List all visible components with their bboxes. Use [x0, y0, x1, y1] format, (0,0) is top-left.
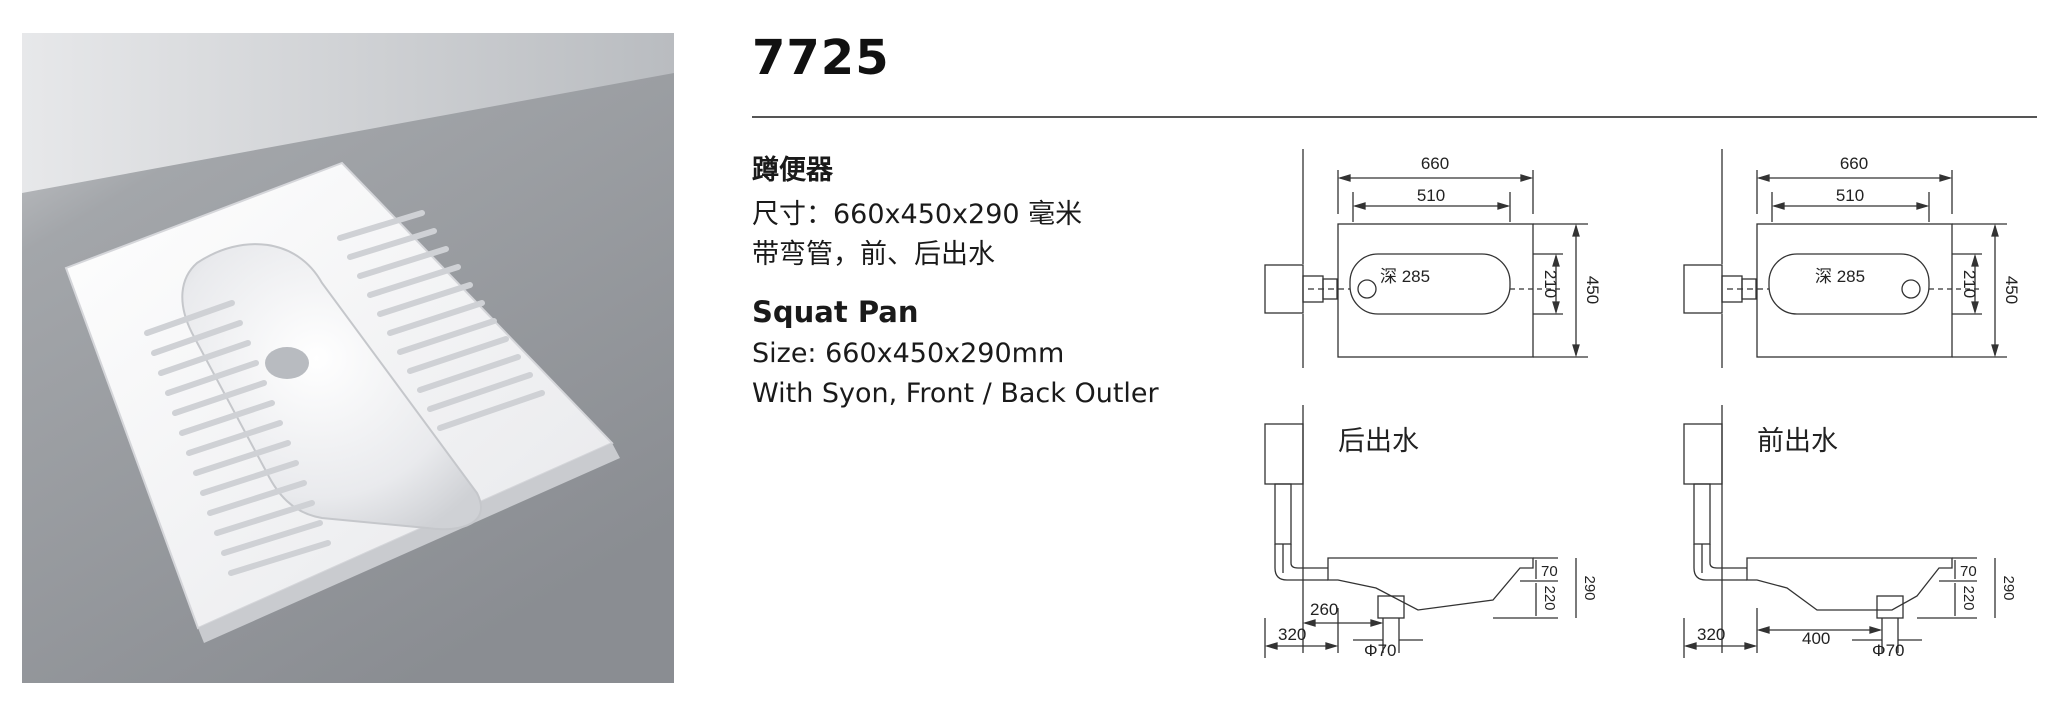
dim-pipe: Φ70	[1872, 641, 1904, 660]
dim-length: 660	[1840, 154, 1868, 173]
product-photo	[22, 33, 674, 683]
dim-depth: 深 285	[1380, 267, 1430, 286]
dim-bowl-width: 210	[1960, 270, 1979, 298]
dim-outlet-offset: 260	[1310, 600, 1338, 619]
dim-body: 220	[1960, 585, 1977, 610]
dim-bowl-length: 510	[1836, 186, 1864, 205]
dim-total-height: 290	[2000, 575, 2017, 600]
title-divider	[752, 116, 2037, 118]
outlet-label: 后出水	[1338, 426, 1419, 456]
outlet-label: 前出水	[1757, 426, 1838, 456]
dim-width: 450	[2002, 276, 2021, 304]
technical-drawing-rear-outlet: 660 510 深 285 210 450 70 220 290 260 320…	[1264, 149, 1602, 660]
dim-rim: 70	[1541, 563, 1558, 580]
product-title-en: Squat Pan	[752, 295, 919, 329]
dim-total-height: 290	[1581, 575, 1598, 600]
model-number: 7725	[752, 30, 890, 86]
dim-length: 660	[1421, 154, 1449, 173]
dim-bowl-length: 510	[1417, 186, 1445, 205]
product-note-en: With Syon, Front / Back Outler	[752, 378, 1159, 409]
dim-pipe: Φ70	[1364, 641, 1396, 660]
dim-wall-offset: 320	[1697, 625, 1725, 644]
product-note-cn: 带弯管，前、后出水	[752, 239, 995, 270]
dim-outlet-offset: 400	[1802, 629, 1830, 648]
dim-wall-offset: 320	[1278, 625, 1306, 644]
product-size-en: Size: 660x450x290mm	[752, 338, 1065, 369]
product-size-cn: 尺寸：660x450x290 毫米	[752, 199, 1083, 230]
dim-body: 220	[1541, 585, 1558, 610]
technical-drawing-front-outlet: 660 510 深 285 210 450 70 220 290 400 320…	[1683, 149, 2021, 660]
dim-bowl-width: 210	[1541, 270, 1560, 298]
product-title-cn: 蹲便器	[752, 155, 833, 186]
dim-width: 450	[1583, 276, 1602, 304]
dim-rim: 70	[1960, 563, 1977, 580]
dim-depth: 深 285	[1815, 267, 1865, 286]
